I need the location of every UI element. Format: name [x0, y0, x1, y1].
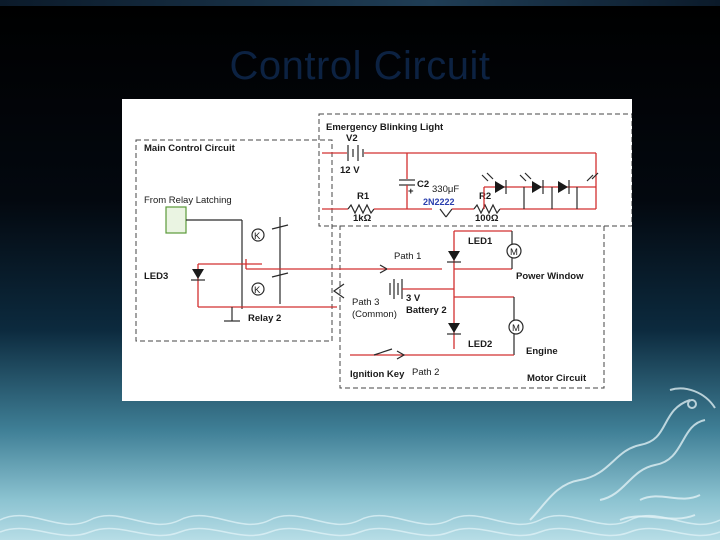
c2-label: C2 — [417, 179, 429, 190]
engine-motor-icon — [508, 319, 524, 335]
transistor-label: 2N2222 — [423, 197, 455, 207]
c2-value: 330μF — [432, 184, 459, 195]
engine-label: Engine — [526, 346, 558, 357]
c2-plus: + — [408, 186, 414, 197]
led3-icon — [192, 269, 204, 279]
path2-label: Path 2 — [412, 367, 439, 378]
blink-led-1-icon — [495, 181, 505, 193]
battery2-value: 3 V — [406, 293, 421, 304]
motor-circuit-label: Motor Circuit — [527, 373, 587, 384]
main-control-circuit-label: Main Control Circuit — [144, 143, 236, 154]
relay-switch-2 — [271, 272, 289, 278]
blink-led-2-icon — [532, 181, 542, 193]
r2-label: R2 — [479, 191, 491, 202]
relay-latching-block — [165, 206, 187, 234]
transistor-symbol — [439, 208, 447, 218]
slide-title: Control Circuit — [229, 44, 491, 88]
led1-icon — [448, 251, 460, 261]
blink-led-3-icon — [558, 181, 568, 193]
power-window-label: Power Window — [516, 271, 584, 282]
relay2-label: Relay 2 — [248, 313, 281, 324]
engine-motor-label: M — [512, 323, 520, 334]
led1-label: LED1 — [468, 236, 493, 247]
from-relay-latching-label: From Relay Latching — [144, 195, 232, 206]
power-window-motor-label: M — [510, 247, 518, 258]
motor-circuit-box — [339, 225, 605, 389]
ignition-key-label: Ignition Key — [350, 369, 405, 380]
r1-label: R1 — [357, 191, 370, 202]
emergency-blinking-light-label: Emergency Blinking Light — [326, 122, 444, 133]
relay-coil-1-label: K — [254, 231, 261, 242]
path3-sub-label: (Common) — [352, 309, 397, 320]
emergency-blinking-light-box — [318, 113, 632, 227]
battery2-label: Battery 2 — [406, 305, 447, 316]
relay-switch-1 — [271, 224, 289, 230]
path3-label: Path 3 — [352, 297, 379, 308]
v2-label: V2 — [346, 133, 358, 144]
path1-label: Path 1 — [394, 251, 421, 262]
r2-value: 100Ω — [475, 213, 499, 224]
circuit-schematic: Main Control Circuit Emergency Blinking … — [135, 113, 632, 389]
relay-coil-1-icon — [251, 228, 265, 242]
relay-coil-2-label: K — [254, 285, 261, 296]
r2-resistor-symbol — [473, 203, 501, 215]
main-control-circuit-box — [135, 139, 333, 342]
led2-icon — [448, 323, 460, 333]
power-window-motor-icon — [506, 243, 522, 259]
top-decorative-line — [0, 0, 720, 6]
ignition-key-switch — [373, 348, 393, 356]
r1-resistor-symbol — [347, 203, 375, 215]
v2-value: 12 V — [340, 165, 360, 176]
circuit-diagram: Main Control Circuit Emergency Blinking … — [122, 99, 632, 401]
led3-label: LED3 — [144, 271, 168, 282]
dragon-ornament — [529, 387, 716, 521]
led2-label: LED2 — [468, 339, 492, 350]
wave-ornament — [0, 514, 720, 537]
relay-coil-2-icon — [251, 282, 265, 296]
r1-value: 1kΩ — [353, 213, 372, 224]
